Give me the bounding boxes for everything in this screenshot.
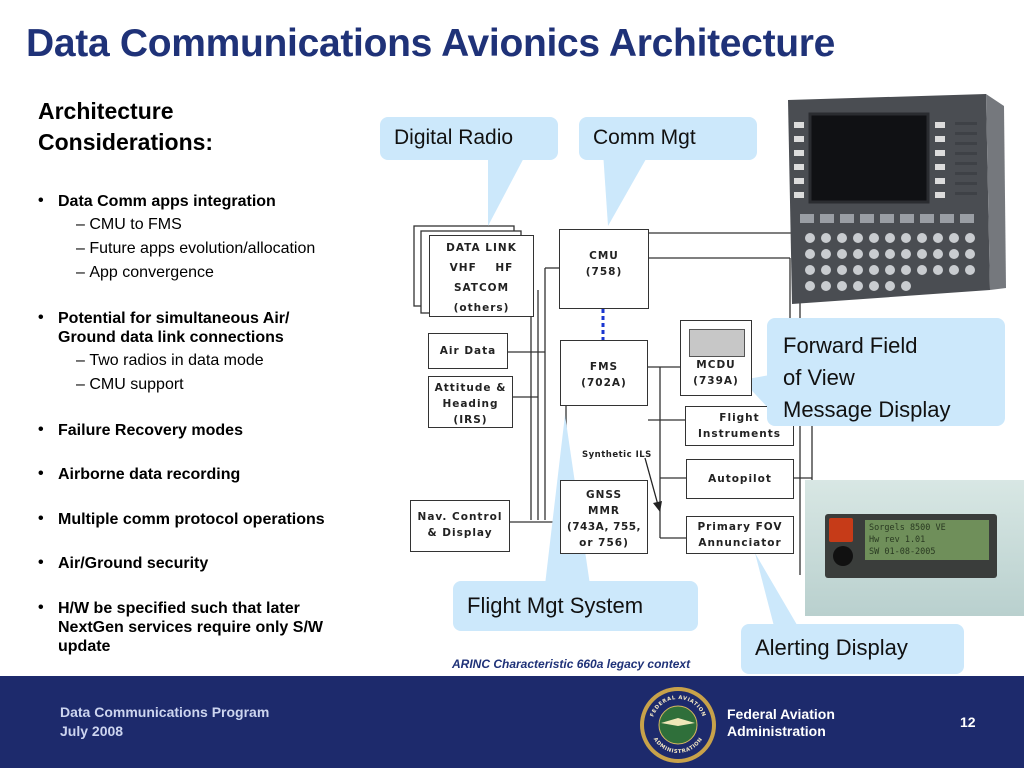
bullet-marker: • [38, 192, 44, 209]
bullet-marker: • [38, 510, 44, 527]
sub-item: – CMU support [76, 376, 184, 393]
heading-line-2: Considerations: [38, 129, 214, 155]
bullet-marker: • [38, 599, 44, 616]
sub-item: – CMU to FMS [76, 216, 182, 233]
bullet-text: Multiple comm protocol operations [58, 511, 325, 528]
alert-light-icon [829, 518, 853, 542]
cmu-box: CMU (758) [559, 229, 649, 309]
slide-title: Data Communications Avionics Architectur… [26, 22, 836, 65]
callout-digital-radio: Digital Radio [380, 117, 558, 160]
callout-comm-mgt: Comm Mgt [579, 117, 757, 160]
arinc-caption: ARINC Characteristic 660a legacy context [452, 657, 691, 671]
data-link-box: DATA LINK VHF HF SATCOM (others) [429, 235, 534, 317]
bullet-text: Data Comm apps integration [58, 193, 276, 210]
alerting-device-photo: Sorgels 8500 VE Hw rev 1.01 SW 01-08-200… [805, 480, 1024, 616]
callout-forward-fov: Forward Field of View Message Display [767, 318, 1005, 426]
bullet-marker: • [38, 421, 44, 438]
bullet-text: Potential for simultaneous Air/Ground da… [58, 310, 290, 346]
knob-icon [833, 546, 853, 566]
sub-item: – Two radios in data mode [76, 352, 264, 369]
mcdu-screen-icon [689, 329, 745, 357]
bullet-marker: • [38, 554, 44, 571]
gnss-mmr-box: GNSS MMR (743A, 755, or 756) [560, 480, 648, 554]
mcdu-photo [788, 94, 1006, 304]
sub-item: – App convergence [76, 264, 214, 281]
footer-program: Data Communications Program July 2008 [60, 704, 270, 739]
callout-alerting-display: Alerting Display [741, 624, 964, 674]
footer-agency: Federal Aviation Administration [727, 706, 835, 739]
synthetic-ils-label: Synthetic ILS [582, 450, 652, 460]
heading-line-1: Architecture [38, 98, 174, 124]
attitude-heading-box: Attitude & Heading (IRS) [428, 376, 513, 428]
nav-control-box: Nav. Control & Display [410, 500, 510, 552]
bullet-text: Failure Recovery modes [58, 422, 243, 439]
callout-flight-mgt-system: Flight Mgt System [453, 581, 698, 631]
bullet-marker: • [38, 309, 44, 326]
fms-box: FMS (702A) [560, 340, 648, 406]
sub-item: – Future apps evolution/allocation [76, 240, 316, 257]
footer-bar [0, 676, 1024, 768]
page-number: 12 [960, 714, 976, 730]
primary-fov-box: Primary FOV Annunciator [686, 516, 794, 554]
faa-seal-icon: FEDERAL AVIATION ADMINISTRATION [640, 687, 716, 763]
considerations-heading: Architecture Considerations: [38, 96, 213, 158]
air-data-box: Air Data [428, 333, 508, 369]
bullet-text: Air/Ground security [58, 555, 209, 572]
mcdu-box: MCDU (739A) [680, 320, 752, 396]
autopilot-box: Autopilot [686, 459, 794, 499]
bullet-text: Airborne data recording [58, 466, 241, 483]
lcd-display: Sorgels 8500 VE Hw rev 1.01 SW 01-08-200… [865, 520, 989, 560]
bullet-marker: • [38, 465, 44, 482]
